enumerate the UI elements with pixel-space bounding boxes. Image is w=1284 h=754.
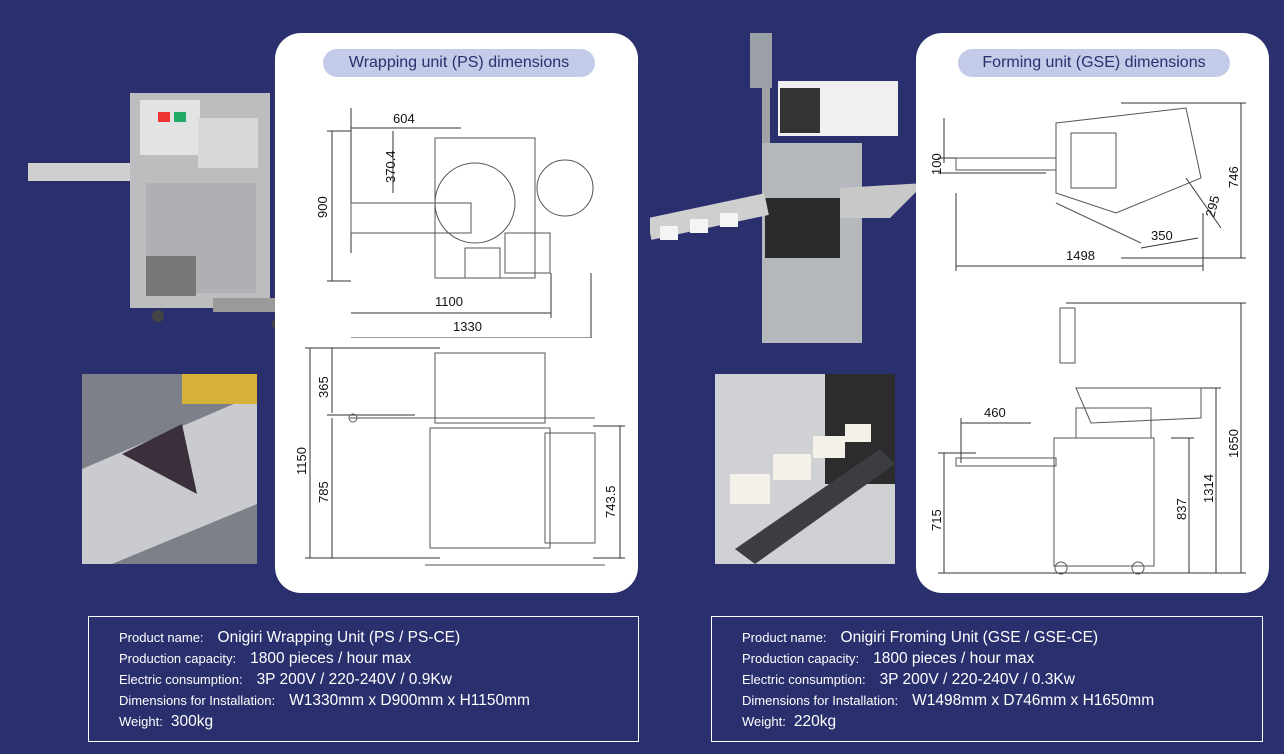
dim-743-5: 743.5 bbox=[603, 485, 618, 518]
dim-1650: 1650 bbox=[1226, 429, 1241, 458]
spec-weight: Weight:220kg bbox=[742, 713, 837, 730]
wrapped-onigiri-photo bbox=[82, 374, 257, 564]
wrapping-bottom-drawing: 365 1150 785 743.5 bbox=[294, 347, 625, 566]
dim-1314: 1314 bbox=[1201, 474, 1216, 503]
spec-electric: Electric consumption:3P 200V / 220-240V … bbox=[119, 671, 452, 688]
spec-electric: Electric consumption:3P 200V / 220-240V … bbox=[742, 671, 1075, 688]
spec-product-name: Product name:Onigiri Froming Unit (GSE /… bbox=[742, 629, 1099, 646]
dim-295: 295 bbox=[1202, 194, 1222, 219]
dim-604: 604 bbox=[393, 111, 415, 126]
forming-panel-title: Forming unit (GSE) dimensions bbox=[958, 49, 1230, 77]
spec-weight: Weight:300kg bbox=[119, 713, 214, 730]
forming-top-drawing: 100 746 295 350 1498 bbox=[929, 102, 1246, 271]
spec-dimensions: Dimensions for Installation:W1498mm x D7… bbox=[742, 692, 1155, 709]
dim-1100: 1100 bbox=[435, 294, 463, 309]
spec-product-name: Product name:Onigiri Wrapping Unit (PS /… bbox=[119, 629, 461, 646]
dim-900: 900 bbox=[315, 196, 330, 218]
forming-bottom-drawing: 460 715 837 1314 1650 bbox=[929, 302, 1246, 575]
dim-785: 785 bbox=[316, 481, 331, 503]
dim-350: 350 bbox=[1151, 228, 1173, 243]
dim-715: 715 bbox=[929, 509, 944, 531]
dim-1498: 1498 bbox=[1066, 248, 1095, 263]
spec-capacity: Production capacity:1800 pieces / hour m… bbox=[119, 650, 412, 667]
dim-365: 365 bbox=[316, 376, 331, 398]
wrapping-unit-photo bbox=[28, 88, 290, 336]
forming-dimensions-panel: Forming unit (GSE) dimensions 100 746 29… bbox=[916, 33, 1269, 593]
wrapping-spec-box: Product name:Onigiri Wrapping Unit (PS /… bbox=[88, 616, 639, 742]
formed-onigiri-photo bbox=[715, 374, 895, 564]
dim-100: 100 bbox=[929, 153, 944, 175]
dim-746: 746 bbox=[1226, 166, 1241, 188]
dim-460: 460 bbox=[984, 405, 1006, 420]
dim-1150: 1150 bbox=[294, 447, 309, 475]
forming-spec-box: Product name:Onigiri Froming Unit (GSE /… bbox=[711, 616, 1263, 742]
dim-370-4: 370.4 bbox=[383, 150, 398, 183]
spec-capacity: Production capacity:1800 pieces / hour m… bbox=[742, 650, 1035, 667]
forming-unit-photo bbox=[646, 33, 925, 348]
dim-837: 837 bbox=[1174, 498, 1189, 520]
wrapping-panel-title: Wrapping unit (PS) dimensions bbox=[323, 49, 595, 77]
wrapping-dimensions-panel: Wrapping unit (PS) dimensions 604 370.4 … bbox=[275, 33, 638, 593]
dim-1330: 1330 bbox=[453, 319, 482, 334]
spec-dimensions: Dimensions for Installation:W1330mm x D9… bbox=[119, 692, 530, 709]
wrapping-top-drawing: 604 370.4 900 1100 1330 bbox=[315, 108, 594, 338]
